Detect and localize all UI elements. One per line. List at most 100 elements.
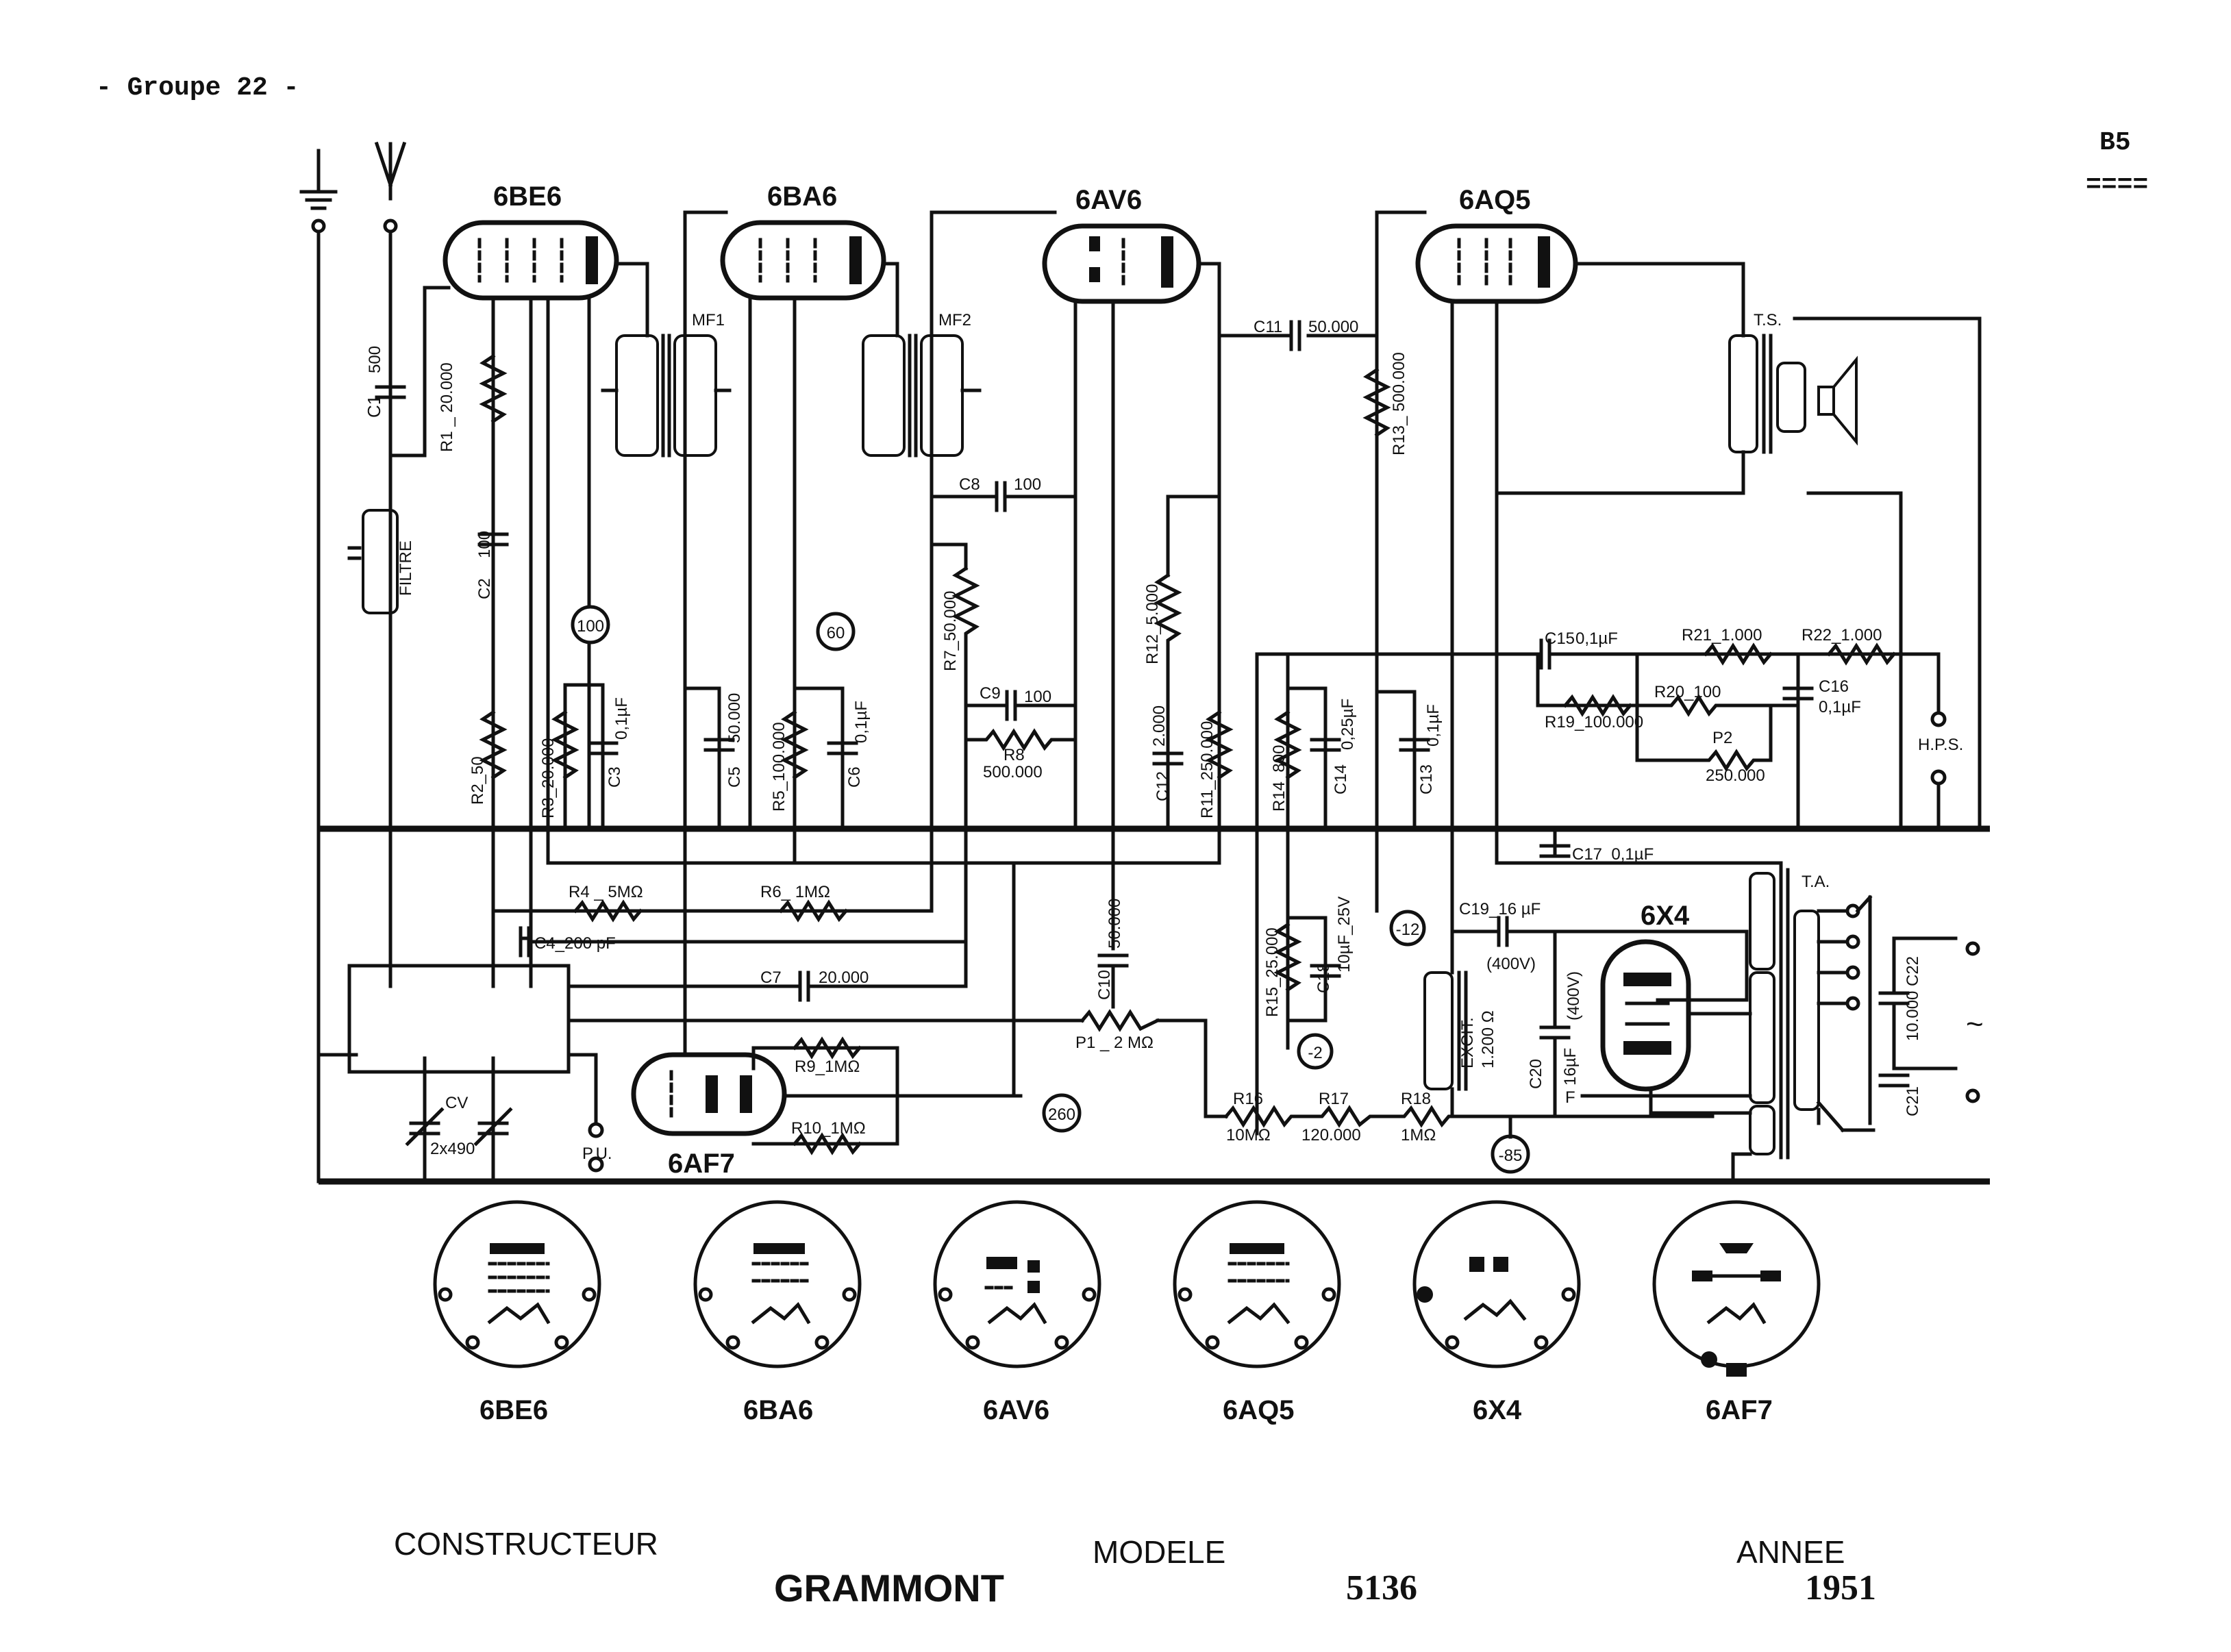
capacitor-c1 — [375, 385, 406, 399]
capacitor-c3 — [587, 741, 619, 755]
resistor-r14 — [1273, 710, 1302, 780]
resistor-r1 — [479, 353, 508, 424]
constructeur-label: CONSTRUCTEUR — [394, 1526, 658, 1562]
wire — [1375, 690, 1417, 831]
antenna-icon — [374, 141, 407, 234]
wire — [1806, 491, 1903, 831]
c13-value: 0,1µF — [1424, 704, 1443, 747]
r5-label: R5_100.000 — [770, 722, 788, 812]
wire — [1495, 450, 1745, 495]
cv-value: 2x490 — [430, 1140, 475, 1158]
wire — [810, 940, 968, 988]
capacitor-c19 — [1497, 916, 1509, 947]
pinout-6af7-label: 6AF7 — [1706, 1395, 1773, 1425]
resistor-r8 — [964, 728, 1077, 751]
mains-ac-label: ~ — [1966, 1008, 1984, 1041]
tube-6be6 — [443, 220, 619, 301]
r10-label: R10_1MΩ — [791, 1119, 866, 1138]
resistor-r13 — [1362, 367, 1391, 438]
c13-label: C13 — [1417, 764, 1436, 794]
hps-terminal-bottom — [1930, 769, 1947, 786]
resistor-r6 — [778, 899, 849, 923]
wire — [1656, 929, 1749, 1002]
c14-value: 0,25µF — [1338, 699, 1357, 750]
resistor-r12 — [1154, 573, 1182, 831]
p2-label: P2 — [1712, 729, 1732, 747]
resistor-r4 — [573, 899, 643, 923]
resistor-r21 — [1703, 642, 1773, 666]
mains-terminal-bottom — [1965, 1088, 1980, 1103]
pinout-6ba6-label: 6BA6 — [743, 1395, 813, 1425]
r14-label: R14_800 — [1270, 745, 1288, 812]
speaker-icon — [1817, 355, 1858, 446]
test-point-minus12 — [1389, 910, 1426, 947]
c8-value: 100 — [1014, 475, 1041, 494]
capacitor-c8 — [995, 481, 1007, 512]
c10-value: 50.000 — [1106, 899, 1124, 949]
c12-label: C12 — [1154, 771, 1172, 801]
cv-label: CV — [445, 1094, 468, 1112]
test-point-minus2-label: -2 — [1308, 1044, 1322, 1062]
capacitor-c5 — [703, 738, 735, 752]
capacitor-c9 — [1005, 690, 1017, 721]
c1-label: C1 — [364, 395, 384, 418]
pinout-6x4-label: 6X4 — [1473, 1395, 1522, 1425]
ts-label: T.S. — [1754, 311, 1782, 329]
modele-label: MODELE — [1093, 1534, 1225, 1570]
filtre-coil — [347, 509, 399, 614]
c2-label: C2 — [475, 578, 494, 599]
hps-terminal-top — [1930, 711, 1947, 727]
c5-label: C5 — [725, 766, 744, 788]
r21-label: R21_1.000 — [1682, 626, 1762, 644]
excitation-coil — [1423, 971, 1468, 1091]
hps-label: H.P.S. — [1918, 736, 1963, 754]
potentiometer-p1 — [1080, 1009, 1160, 1032]
pu-terminal-top — [588, 1122, 604, 1138]
c7-value: 20.000 — [819, 968, 869, 987]
wire — [793, 686, 845, 831]
test-point-minus85-label: -85 — [1499, 1147, 1523, 1165]
wire — [1286, 916, 1328, 1023]
c14-label: C14 — [1332, 764, 1350, 794]
test-point-260 — [1042, 1093, 1082, 1133]
pu-label: P.U. — [582, 1144, 612, 1163]
capacitor-c16 — [1782, 686, 1814, 701]
modele-value: 5136 — [1346, 1568, 1417, 1607]
constructeur-value: GRAMMONT — [774, 1566, 1004, 1610]
r2-label: R2_50 — [469, 756, 487, 805]
wire — [1156, 1018, 1228, 1118]
pinout-6av6 — [933, 1200, 1101, 1368]
wire — [563, 683, 605, 831]
c16-value: 0,1µF — [1819, 698, 1861, 716]
r15-label: R15_25.000 — [1263, 927, 1282, 1017]
r16-value: 10MΩ — [1226, 1126, 1271, 1144]
capacitor-c18 — [1310, 964, 1341, 978]
c22-label: C22 — [1904, 956, 1922, 986]
wire — [683, 686, 721, 831]
capacitor-c12 — [1152, 751, 1184, 766]
tube-6av6 — [1042, 223, 1201, 304]
pinout-6be6-label: 6BE6 — [479, 1395, 548, 1425]
r3-label: R3_20.000 — [539, 738, 558, 818]
variable-capacitor-cv — [405, 1107, 513, 1147]
test-point-100-label: 100 — [577, 617, 604, 636]
tube-6aq5-label: 6AQ5 — [1459, 185, 1531, 215]
r8-value: 500.000 — [983, 763, 1043, 781]
c1-value: 500 — [366, 346, 384, 373]
capacitor-c4 — [519, 926, 531, 958]
pinout-6aq5 — [1173, 1200, 1341, 1368]
r22-label: R22_1.000 — [1802, 626, 1882, 644]
sheet-id: B5 — [2099, 128, 2131, 158]
c20-voltage: (400V) — [1565, 971, 1583, 1021]
wire — [1495, 861, 1783, 892]
c15-label: C15 — [1545, 629, 1575, 648]
c9-value: 100 — [1024, 688, 1051, 706]
capacitor-c6 — [827, 741, 858, 755]
tube-6af7 — [631, 1052, 787, 1136]
wire — [930, 542, 968, 571]
r16-label: R16 — [1233, 1090, 1263, 1108]
c9-label: C9 — [980, 684, 1001, 703]
test-point-minus12-label: -12 — [1396, 921, 1420, 939]
test-point-minus2 — [1297, 1033, 1334, 1070]
resistor-r9 — [792, 1036, 862, 1060]
